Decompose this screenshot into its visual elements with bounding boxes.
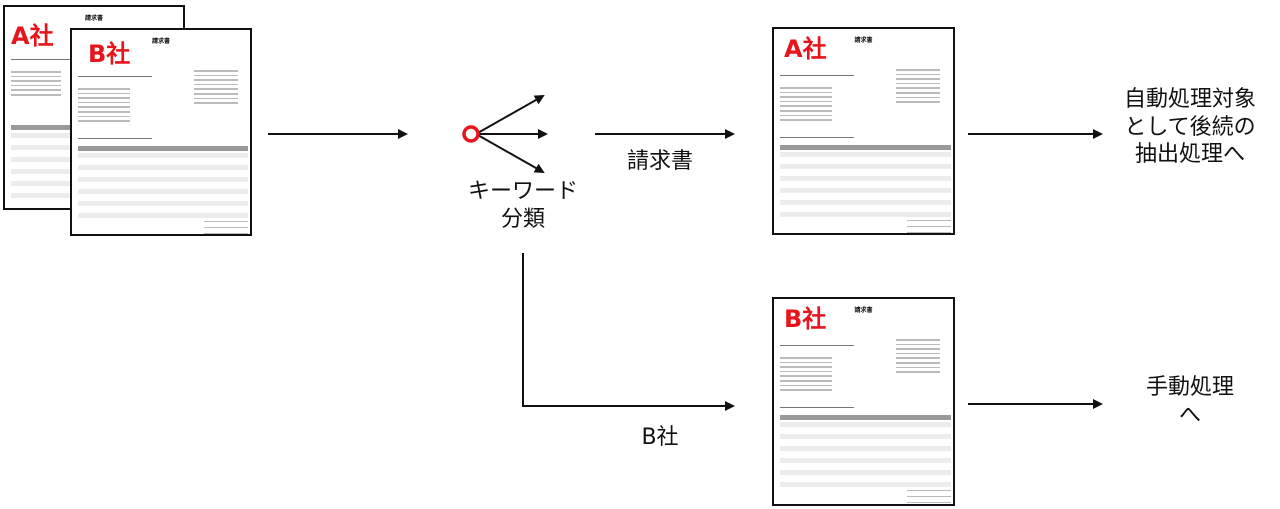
company-tag-a: A社 <box>784 35 827 63</box>
invoice-doc-title: 請求書 <box>84 15 103 22</box>
arrow-company-b-path <box>522 253 735 411</box>
invoice-doc-b-output: 請求書 B社 <box>772 297 955 506</box>
auto-processing-line1: 自動処理対象 <box>1123 87 1256 112</box>
auto-processing-line3: 抽出処理へ <box>1134 142 1245 167</box>
company-tag-b: B社 <box>784 305 827 333</box>
invoice-doc-title: 請求書 <box>854 307 873 314</box>
invoice-doc-b-front: 請求書 B社 <box>70 28 252 236</box>
company-tag-b: B社 <box>88 40 131 68</box>
keyword-label-line2: 分類 <box>500 206 545 232</box>
invoice-doc-a-output: 請求書 A社 <box>772 27 955 235</box>
arrow-branch-up <box>475 95 545 135</box>
keyword-classification-label: キーワード 分類 <box>448 178 598 233</box>
invoice-doc-title: 請求書 <box>151 38 170 45</box>
edge-label-invoice: 請求書 <box>626 149 693 174</box>
classifier-node-icon <box>462 125 480 143</box>
manual-processing-line2: へ <box>1178 402 1201 428</box>
auto-processing-label: 自動処理対象 として後続の 抽出処理へ <box>1100 86 1280 169</box>
company-tag-a: A社 <box>11 22 54 50</box>
manual-processing-label: 手動処理 へ <box>1110 374 1270 429</box>
manual-processing-line1: 手動処理 <box>1145 375 1234 400</box>
keyword-label-line1: キーワード <box>467 179 578 204</box>
auto-processing-line2: として後続の <box>1124 114 1256 140</box>
arrow-branch-down <box>475 133 545 173</box>
edge-label-company-b: B社 <box>641 425 679 450</box>
invoice-doc-title: 請求書 <box>854 37 873 44</box>
